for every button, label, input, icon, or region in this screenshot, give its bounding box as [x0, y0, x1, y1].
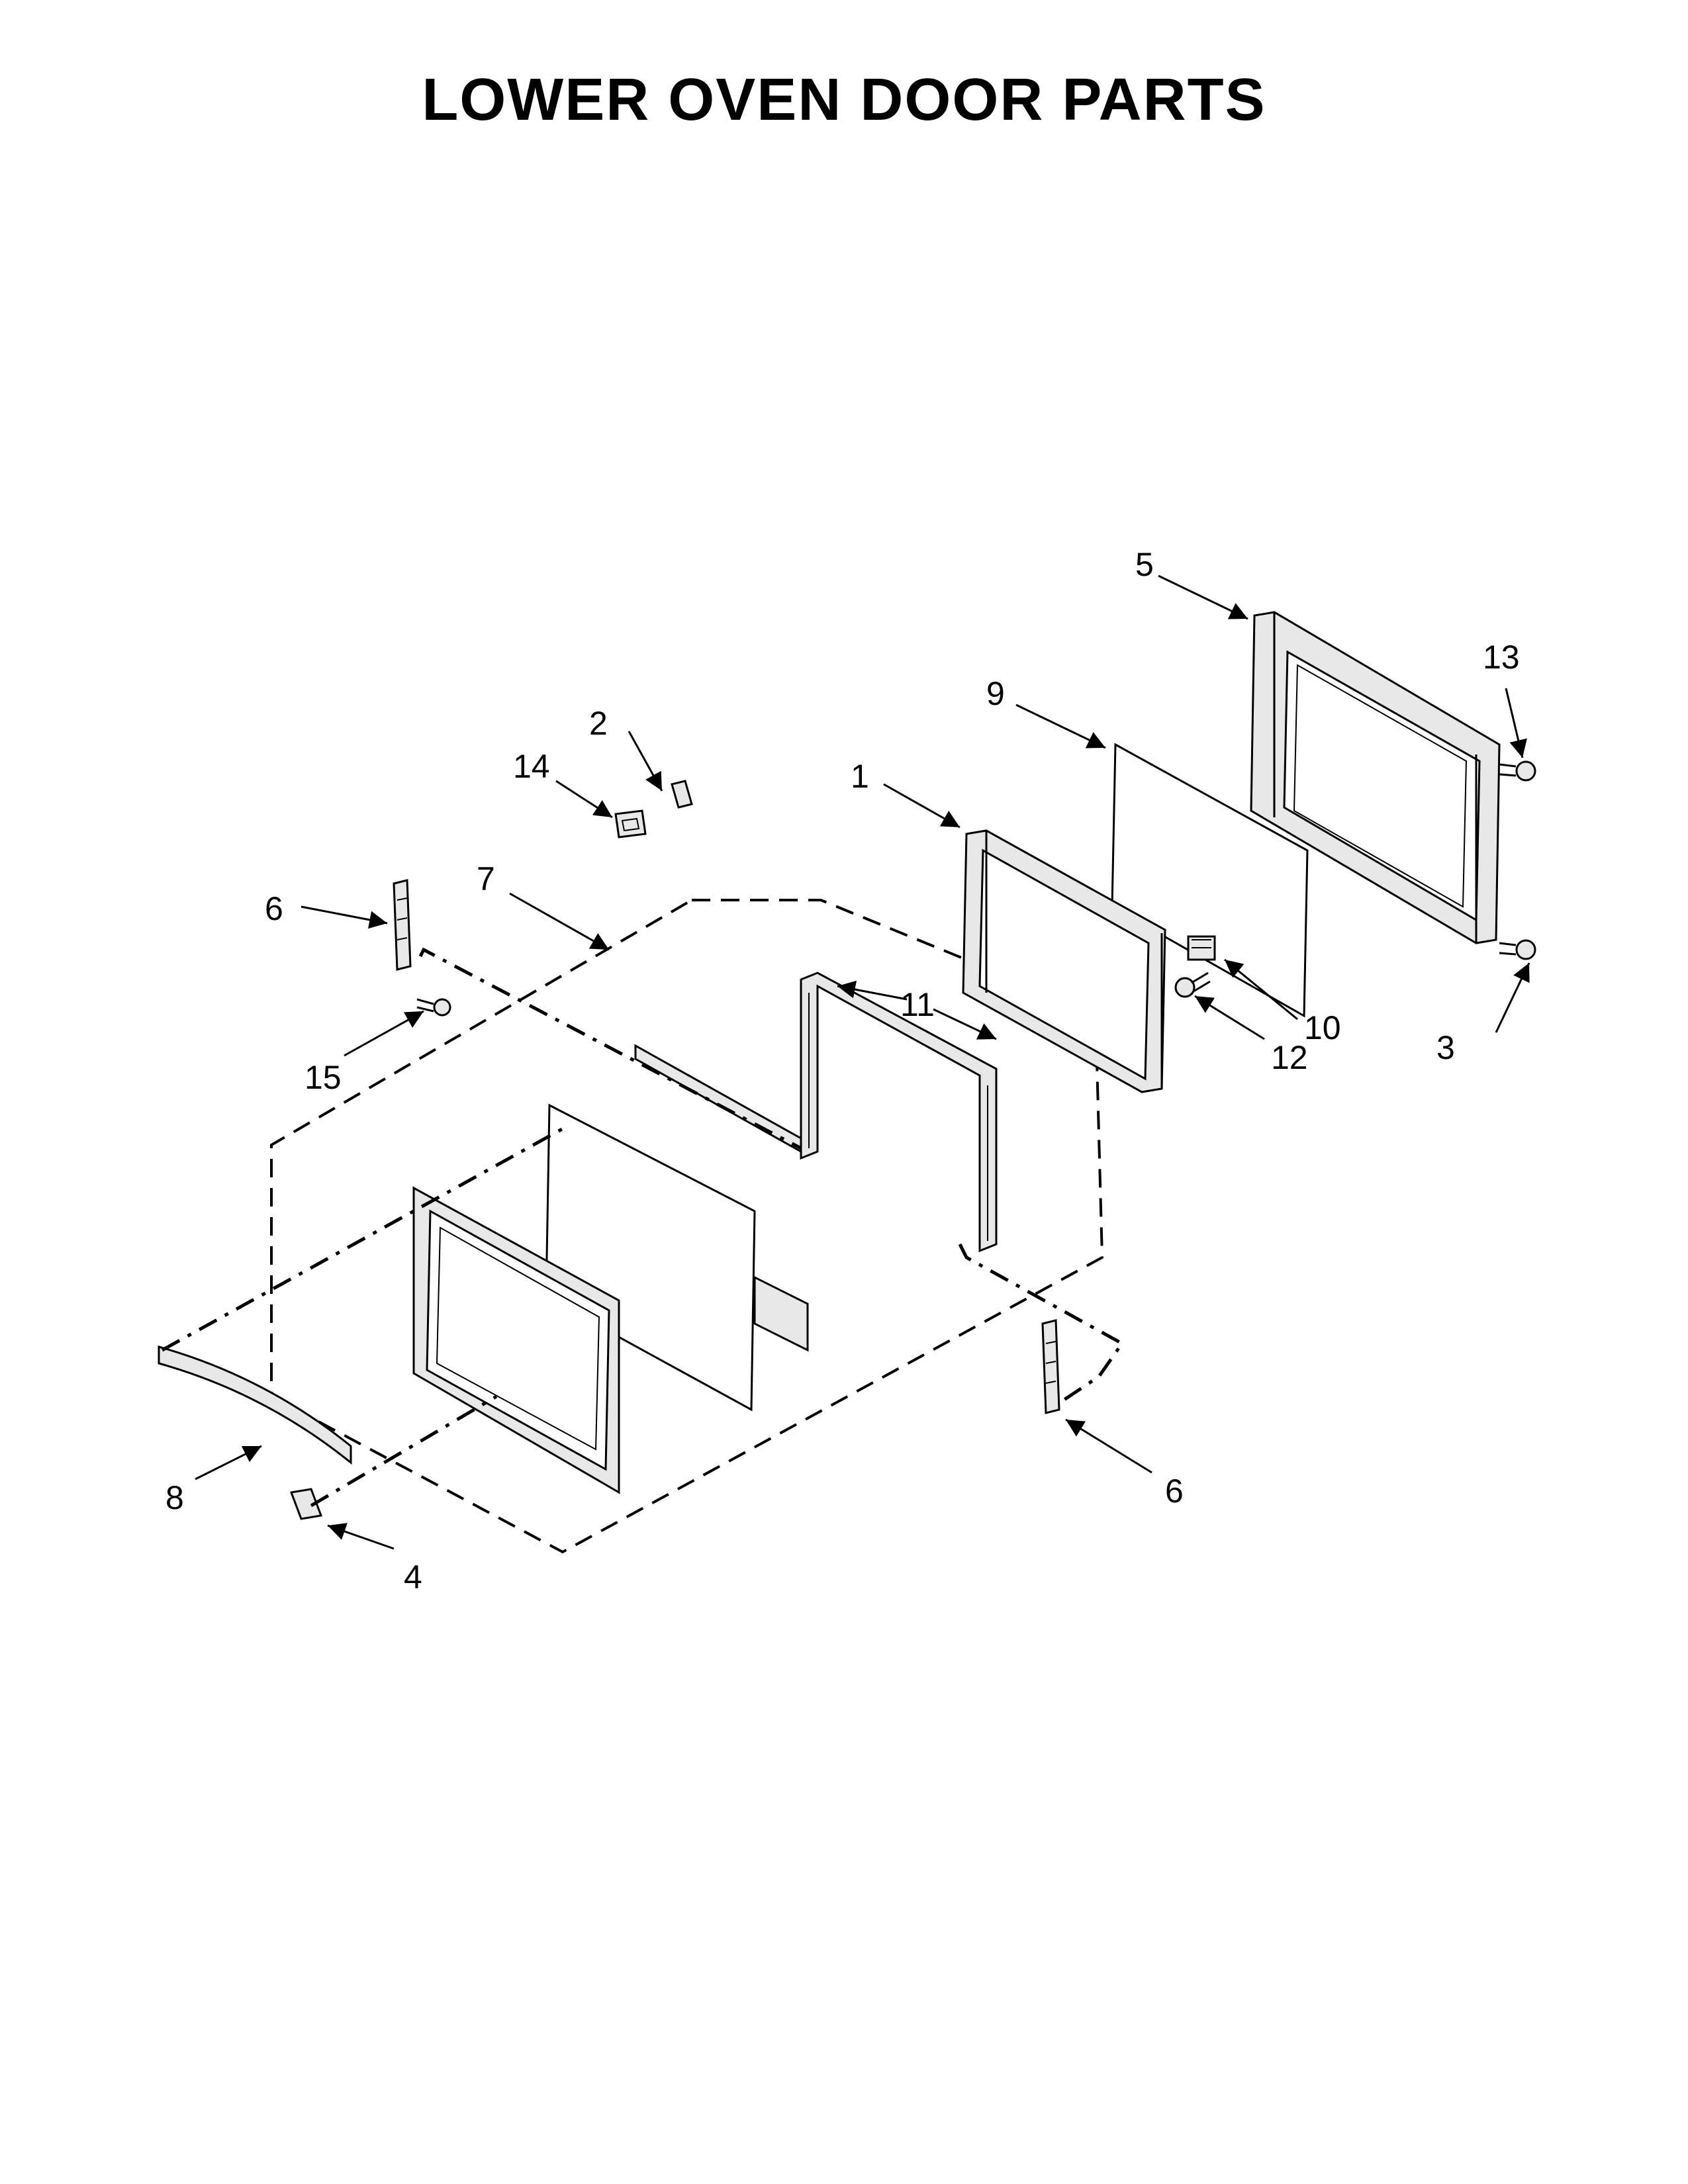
leader-7 — [509, 892, 610, 951]
leader-5 — [1158, 574, 1248, 620]
leader-2 — [628, 731, 663, 792]
door-assembly-outline — [270, 899, 1104, 1554]
door-handle-part — [158, 1345, 352, 1465]
callout-6-lower: 6 — [1165, 1473, 1184, 1510]
leader-11a — [837, 980, 908, 1001]
outer-door-frame-part — [1250, 611, 1501, 944]
leader-6-lower — [1065, 1418, 1152, 1474]
clip-14-part — [614, 809, 647, 839]
inner-door-frame-part — [962, 829, 1166, 1093]
leader-11b — [933, 1008, 997, 1040]
screw-15-part — [416, 998, 451, 1017]
page-title: LOWER OVEN DOOR PARTS — [422, 67, 1266, 133]
inner-glass-part — [545, 1103, 756, 1412]
leader-14 — [555, 780, 613, 819]
callout-6-upper: 6 — [265, 890, 283, 927]
leader-1 — [883, 783, 961, 829]
glass-panel-part — [1111, 743, 1309, 1018]
callout-11: 11 — [900, 986, 935, 1023]
callout-15: 15 — [305, 1059, 342, 1096]
outer-door-panel-part — [412, 1186, 620, 1494]
callout-10: 10 — [1304, 1009, 1341, 1046]
callout-8: 8 — [165, 1479, 184, 1516]
clip-2-part — [671, 780, 693, 809]
leader-9 — [1015, 704, 1106, 749]
callout-13: 13 — [1483, 639, 1520, 676]
assembly-lines — [161, 947, 1125, 1508]
hinge-upper-part — [393, 879, 412, 971]
leader-13 — [1505, 688, 1527, 758]
leader-3 — [1495, 962, 1530, 1033]
leader-6-upper — [301, 905, 388, 929]
door-frame-channel-part — [800, 972, 998, 1253]
callout-1: 1 — [851, 758, 869, 795]
screw-13-part — [1499, 760, 1536, 782]
bracket-part — [1187, 935, 1216, 961]
strip-upper-part — [634, 1044, 802, 1154]
leader-15 — [344, 1010, 424, 1057]
leader-10 — [1224, 958, 1298, 1021]
screw-12-part — [1174, 972, 1211, 998]
callout-14: 14 — [513, 748, 550, 785]
strip-lower-part — [753, 1275, 809, 1352]
latch-part — [289, 1488, 323, 1520]
hinge-lower-part — [1041, 1319, 1060, 1414]
leader-lines — [195, 574, 1530, 1550]
callout-5: 5 — [1135, 546, 1154, 583]
callout-3: 3 — [1436, 1029, 1455, 1066]
callout-7: 7 — [477, 860, 495, 897]
callout-4: 4 — [404, 1559, 422, 1596]
leader-4 — [327, 1523, 395, 1550]
leader-8 — [195, 1445, 262, 1480]
screw-3-part — [1499, 939, 1536, 960]
callout-9: 9 — [986, 675, 1005, 712]
callout-2: 2 — [589, 705, 608, 742]
leader-12 — [1194, 995, 1265, 1040]
callout-12: 12 — [1271, 1039, 1308, 1076]
